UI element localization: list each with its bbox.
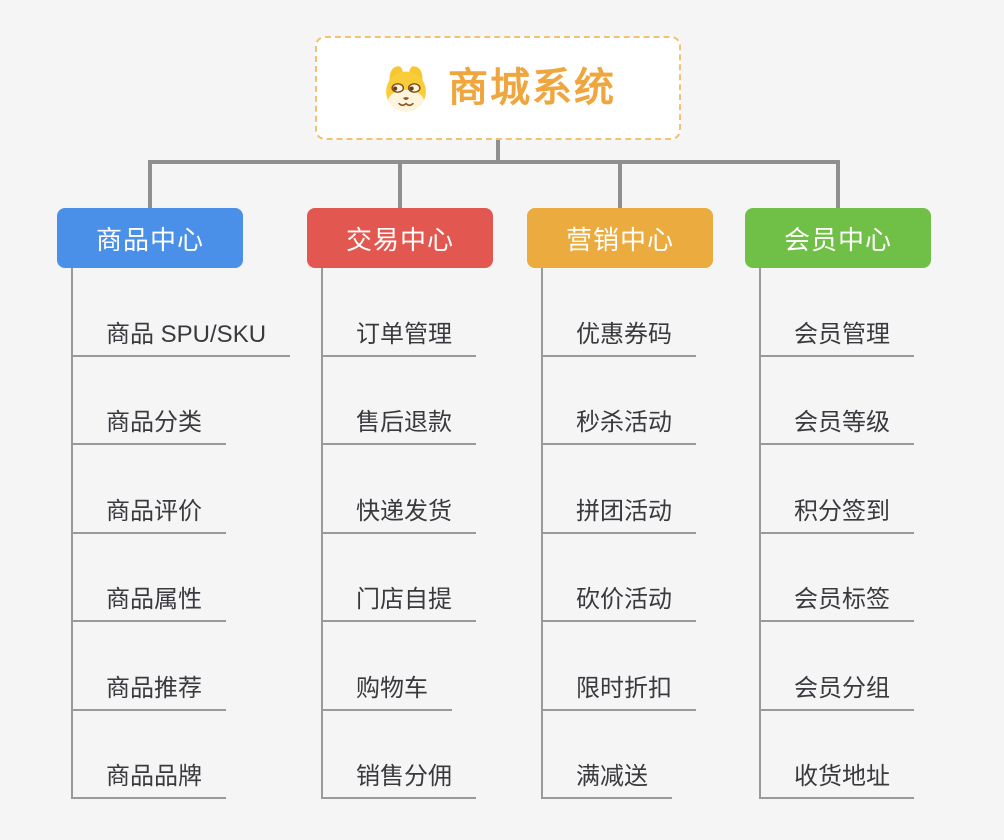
leaf-label[interactable]: 商品属性 — [73, 586, 226, 622]
leaf-node: 会员等级 — [761, 357, 914, 445]
connector-root-stub — [496, 140, 500, 162]
branch-box-member-center[interactable]: 会员中心 — [745, 208, 931, 268]
leaf-label[interactable]: 优惠券码 — [543, 321, 696, 357]
branch-children-member-center: 会员管理 会员等级 积分签到 会员标签 会员分组 收货地址 — [759, 268, 914, 799]
leaf-label[interactable]: 会员分组 — [761, 675, 914, 711]
leaf-node: 会员管理 — [761, 268, 914, 357]
leaf-node: 门店自提 — [323, 534, 476, 622]
root-title: 商城系统 — [448, 66, 616, 110]
leaf-label[interactable]: 积分签到 — [761, 498, 914, 534]
leaf-node: 商品品牌 — [73, 711, 290, 799]
leaf-node: 商品 SPU/SKU — [73, 268, 291, 357]
leaf-label[interactable]: 快递发货 — [323, 498, 476, 534]
leaf-label[interactable]: 满减送 — [543, 763, 672, 799]
leaf-label[interactable]: 销售分佣 — [323, 763, 476, 799]
shiba-dog-icon — [380, 60, 432, 116]
leaf-node: 商品推荐 — [73, 622, 290, 711]
leaf-node: 售后退款 — [323, 357, 476, 445]
leaf-label[interactable]: 售后退款 — [323, 409, 476, 445]
connector-drop-4 — [836, 160, 840, 208]
leaf-label[interactable]: 商品 SPU/SKU — [73, 321, 291, 357]
leaf-label[interactable]: 门店自提 — [323, 586, 476, 622]
leaf-node: 商品分类 — [73, 357, 290, 445]
leaf-label[interactable]: 商品分类 — [73, 409, 226, 445]
leaf-node: 快递发货 — [323, 445, 476, 534]
leaf-label[interactable]: 拼团活动 — [543, 498, 696, 534]
leaf-node: 会员分组 — [761, 622, 914, 711]
leaf-label[interactable]: 商品推荐 — [73, 675, 226, 711]
leaf-node: 积分签到 — [761, 445, 914, 534]
leaf-label[interactable]: 秒杀活动 — [543, 409, 696, 445]
leaf-label[interactable]: 会员等级 — [761, 409, 914, 445]
leaf-node: 销售分佣 — [323, 711, 476, 799]
leaf-node: 限时折扣 — [543, 622, 696, 711]
connector-drop-2 — [398, 160, 402, 208]
leaf-node: 商品评价 — [73, 445, 290, 534]
connector-drop-1 — [148, 160, 152, 208]
leaf-node: 满减送 — [543, 711, 696, 799]
leaf-node: 订单管理 — [323, 268, 476, 357]
connector-horizontal-rail — [148, 160, 840, 164]
branch-box-product-center[interactable]: 商品中心 — [57, 208, 243, 268]
leaf-node: 购物车 — [323, 622, 476, 711]
leaf-label[interactable]: 会员管理 — [761, 321, 914, 357]
leaf-label[interactable]: 收货地址 — [761, 763, 914, 799]
leaf-label[interactable]: 商品评价 — [73, 498, 226, 534]
branch-box-marketing-center[interactable]: 营销中心 — [527, 208, 713, 268]
leaf-node: 商品属性 — [73, 534, 290, 622]
leaf-label[interactable]: 会员标签 — [761, 586, 914, 622]
leaf-label[interactable]: 订单管理 — [323, 321, 476, 357]
connector-drop-3 — [618, 160, 622, 208]
leaf-node: 优惠券码 — [543, 268, 696, 357]
branch-box-trade-center[interactable]: 交易中心 — [307, 208, 493, 268]
root-node[interactable]: 商城系统 — [315, 36, 681, 140]
branch-children-product-center: 商品 SPU/SKU 商品分类 商品评价 商品属性 商品推荐 商品品牌 — [71, 268, 291, 799]
leaf-label[interactable]: 商品品牌 — [73, 763, 226, 799]
leaf-label[interactable]: 购物车 — [323, 675, 452, 711]
leaf-node: 秒杀活动 — [543, 357, 696, 445]
leaf-node: 收货地址 — [761, 711, 914, 799]
leaf-node: 砍价活动 — [543, 534, 696, 622]
branch-children-marketing-center: 优惠券码 秒杀活动 拼团活动 砍价活动 限时折扣 满减送 — [541, 268, 696, 799]
leaf-label[interactable]: 砍价活动 — [543, 586, 696, 622]
branch-children-trade-center: 订单管理 售后退款 快递发货 门店自提 购物车 销售分佣 — [321, 268, 476, 799]
leaf-node: 拼团活动 — [543, 445, 696, 534]
leaf-label[interactable]: 限时折扣 — [543, 675, 696, 711]
leaf-node: 会员标签 — [761, 534, 914, 622]
